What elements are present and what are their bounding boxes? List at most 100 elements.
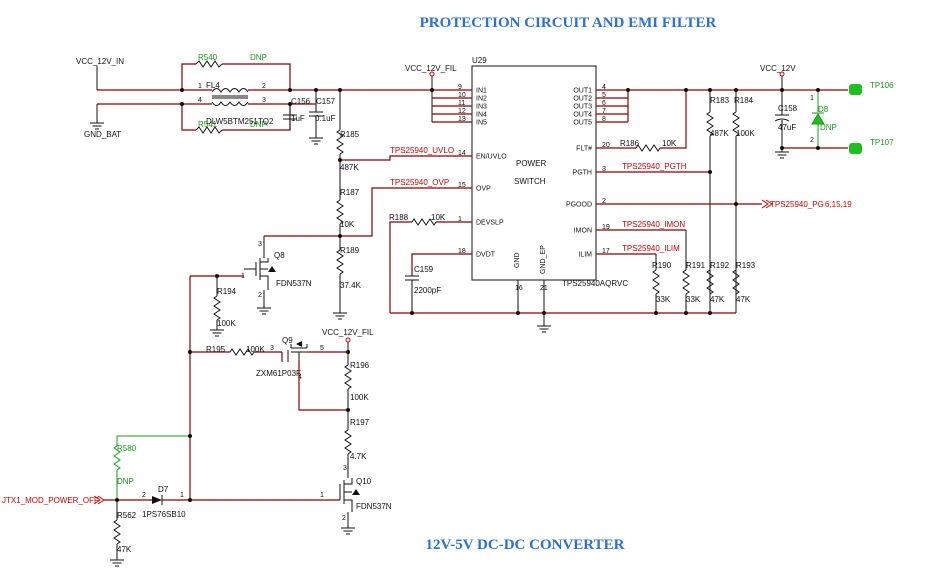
svg-text:Q8: Q8 — [274, 251, 285, 260]
svg-text:3: 3 — [258, 241, 262, 248]
tp107 — [849, 143, 862, 154]
r541-ref: R541 — [198, 120, 218, 129]
u29-pin-12-num: 12 — [458, 108, 466, 115]
svg-text:D7: D7 — [158, 485, 169, 494]
net-jtx1-mod-power-off: JTX1_MOD_POWER_OFF — [2, 496, 99, 505]
svg-text:3: 3 — [270, 345, 274, 352]
svg-text:4.7K: 4.7K — [350, 452, 367, 461]
u29-pin-11-name: IN3 — [476, 104, 487, 111]
svg-text:C159: C159 — [414, 265, 434, 274]
svg-text:C158: C158 — [778, 104, 798, 113]
u29-pin-17-name: ILIM — [578, 252, 592, 259]
u29-pin-17-num: 17 — [602, 248, 610, 255]
u29-pin-5-num: 5 — [602, 92, 606, 99]
svg-text:0.1uF: 0.1uF — [315, 114, 336, 123]
u29-pin-6-name: OUT3 — [573, 104, 592, 111]
svg-text:GND: GND — [514, 252, 521, 268]
svg-text:21: 21 — [540, 285, 548, 292]
svg-text:TPS25940_ILIM: TPS25940_ILIM — [622, 244, 680, 253]
svg-text:R195: R195 — [206, 345, 226, 354]
svg-text:R193: R193 — [736, 261, 756, 270]
title-top: PROTECTION CIRCUIT AND EMI FILTER — [420, 15, 717, 31]
svg-text:33K: 33K — [686, 295, 701, 304]
svg-text:R183: R183 — [710, 96, 730, 105]
u29-pin-15-name: OVP — [476, 186, 491, 193]
svg-text:R197: R197 — [350, 418, 370, 427]
svg-text:TPS25940_PG: TPS25940_PG — [770, 200, 824, 209]
u29-pin-2-num: 2 — [602, 198, 606, 205]
u29-ref: U29 — [472, 56, 487, 65]
svg-text:R186: R186 — [620, 139, 640, 148]
net-vcc-12v-in: VCC_12V_IN — [76, 57, 124, 66]
svg-text:TP106: TP106 — [870, 81, 894, 90]
svg-text:2: 2 — [142, 492, 146, 499]
u29-body — [471, 65, 597, 281]
svg-text:R187: R187 — [340, 188, 360, 197]
u29-pin-12-name: IN4 — [476, 112, 487, 119]
u29-pin-4-num: 4 — [602, 84, 606, 91]
u29-pin-20-name: FLT# — [576, 146, 592, 153]
svg-text:R562: R562 — [117, 511, 137, 520]
u29-pin-3-name: PGTH — [573, 170, 592, 177]
u29-pin-7-name: OUT4 — [573, 112, 592, 119]
u29-pin-1-name: DEVSLP — [476, 220, 504, 227]
fl4-ref: FL4 — [206, 81, 220, 90]
svg-text:16: 16 — [515, 285, 523, 292]
svg-text:487K: 487K — [710, 129, 729, 138]
svg-text:4: 4 — [298, 374, 302, 381]
u29-pin-19-num: 19 — [602, 224, 610, 231]
svg-text:1uF: 1uF — [291, 114, 305, 123]
svg-text:2: 2 — [262, 83, 266, 90]
svg-text:DNP: DNP — [820, 123, 837, 132]
u29-pin-7-num: 7 — [602, 108, 606, 115]
r540-ref: R540 — [198, 53, 218, 62]
title-bottom: 12V-5V DC-DC CONVERTER — [426, 537, 625, 553]
svg-text:Q9: Q9 — [282, 336, 293, 345]
u29-pin-14-name: EN/UVLO — [476, 154, 507, 161]
svg-text:33K: 33K — [656, 295, 671, 304]
svg-text:47uF: 47uF — [778, 123, 796, 132]
u29-pin-14-num: 14 — [458, 150, 466, 157]
svg-text:5: 5 — [320, 345, 324, 352]
svg-text:4: 4 — [198, 97, 202, 104]
svg-text:Q10: Q10 — [356, 477, 372, 486]
c157-ref: C157 — [316, 97, 336, 106]
svg-text:R192: R192 — [710, 261, 730, 270]
svg-text:100K: 100K — [350, 393, 369, 402]
svg-text:2: 2 — [258, 292, 262, 299]
svg-text:SWITCH: SWITCH — [514, 177, 546, 186]
c156-ref: C156 — [291, 97, 311, 106]
svg-text:R580: R580 — [117, 444, 137, 453]
svg-text:FDN537N: FDN537N — [276, 279, 312, 288]
svg-text:37.4K: 37.4K — [340, 281, 362, 290]
svg-text:DNP: DNP — [117, 477, 134, 486]
tp106 — [849, 84, 862, 95]
svg-text:VCC_12V: VCC_12V — [760, 64, 796, 73]
u29-pin-9-name: IN1 — [476, 88, 487, 95]
fl4-part: DLW5BTM251TQ2 — [206, 117, 274, 126]
u29-pin-5-name: OUT2 — [573, 96, 592, 103]
u29-pin-19-name: IMON — [574, 228, 592, 235]
svg-text:VCC_12V_FIL: VCC_12V_FIL — [322, 328, 374, 337]
svg-text:3: 3 — [343, 465, 347, 472]
svg-text:R190: R190 — [652, 261, 672, 270]
net-gnd-bat: GND_BAT — [84, 130, 121, 139]
svg-text:1PS76SB10: 1PS76SB10 — [142, 510, 186, 519]
svg-text:100K: 100K — [246, 345, 265, 354]
svg-text:R196: R196 — [350, 361, 370, 370]
svg-text:1: 1 — [198, 83, 202, 90]
svg-text:GND_EP: GND_EP — [540, 245, 547, 274]
u29-pin-6-num: 6 — [602, 100, 606, 107]
svg-text:R189: R189 — [340, 246, 360, 255]
u29-pin-8-num: 8 — [602, 116, 606, 123]
svg-text:6,15,19: 6,15,19 — [825, 200, 852, 209]
svg-text:47K: 47K — [710, 295, 725, 304]
svg-text:487K: 487K — [340, 163, 359, 172]
svg-text:TPS25940_PGTH: TPS25940_PGTH — [622, 162, 687, 171]
u29-pin-13-num: 13 — [458, 116, 466, 123]
svg-text:TPS25940_OVP: TPS25940_OVP — [390, 178, 449, 187]
u29-right-pins: 4OUT15OUT26OUT37OUT48OUT520FLT#3PGTH2PGO… — [566, 84, 610, 259]
